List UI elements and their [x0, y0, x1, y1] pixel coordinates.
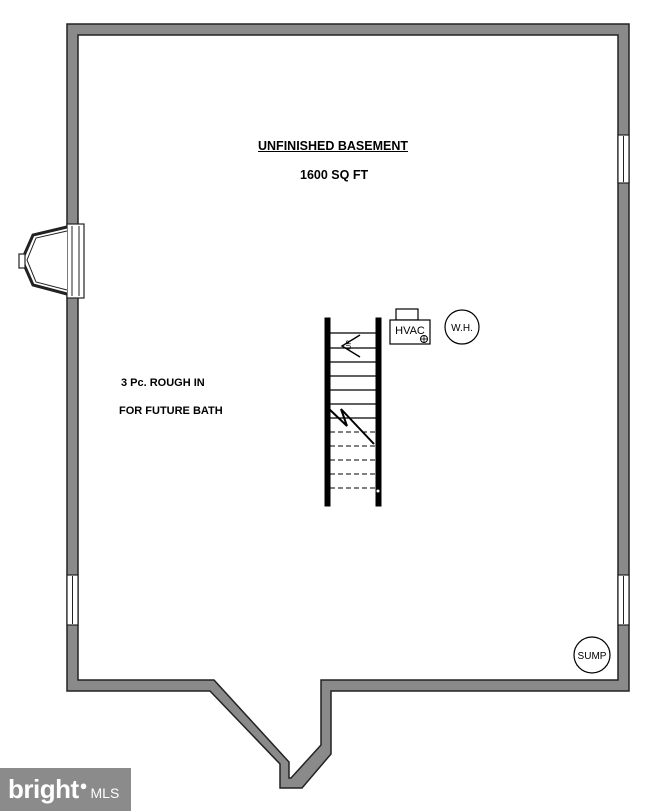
water-heater-symbol — [444, 309, 480, 345]
watermark-suffix: MLS — [90, 784, 120, 801]
water-heater-label: W.H. — [451, 323, 473, 334]
bath-note-line-2: FOR FUTURE BATH — [119, 405, 223, 417]
watermark-brand: bright — [8, 774, 79, 804]
plan-title: UNFINISHED BASEMENT — [258, 139, 409, 153]
stair-direction-label: UP — [346, 340, 353, 350]
hvac-label: HVAC — [395, 325, 425, 337]
window-left-lower — [66, 574, 79, 626]
plan-area: 1600 SQ FT — [300, 168, 369, 182]
exterior-wall — [66, 23, 630, 789]
egress-window-well — [18, 223, 85, 299]
window-right-lower — [617, 574, 630, 626]
bright-mls-watermark: bright ● MLS — [0, 768, 131, 811]
sump-label: SUMP — [578, 651, 607, 662]
hvac-unit — [389, 308, 431, 345]
window-right-upper — [617, 134, 630, 184]
sump-pit-symbol — [573, 636, 611, 674]
bath-note-line-1: 3 Pc. ROUGH IN — [121, 377, 205, 389]
bright-logo-icon: ● — [79, 778, 88, 793]
staircase — [324, 317, 382, 507]
